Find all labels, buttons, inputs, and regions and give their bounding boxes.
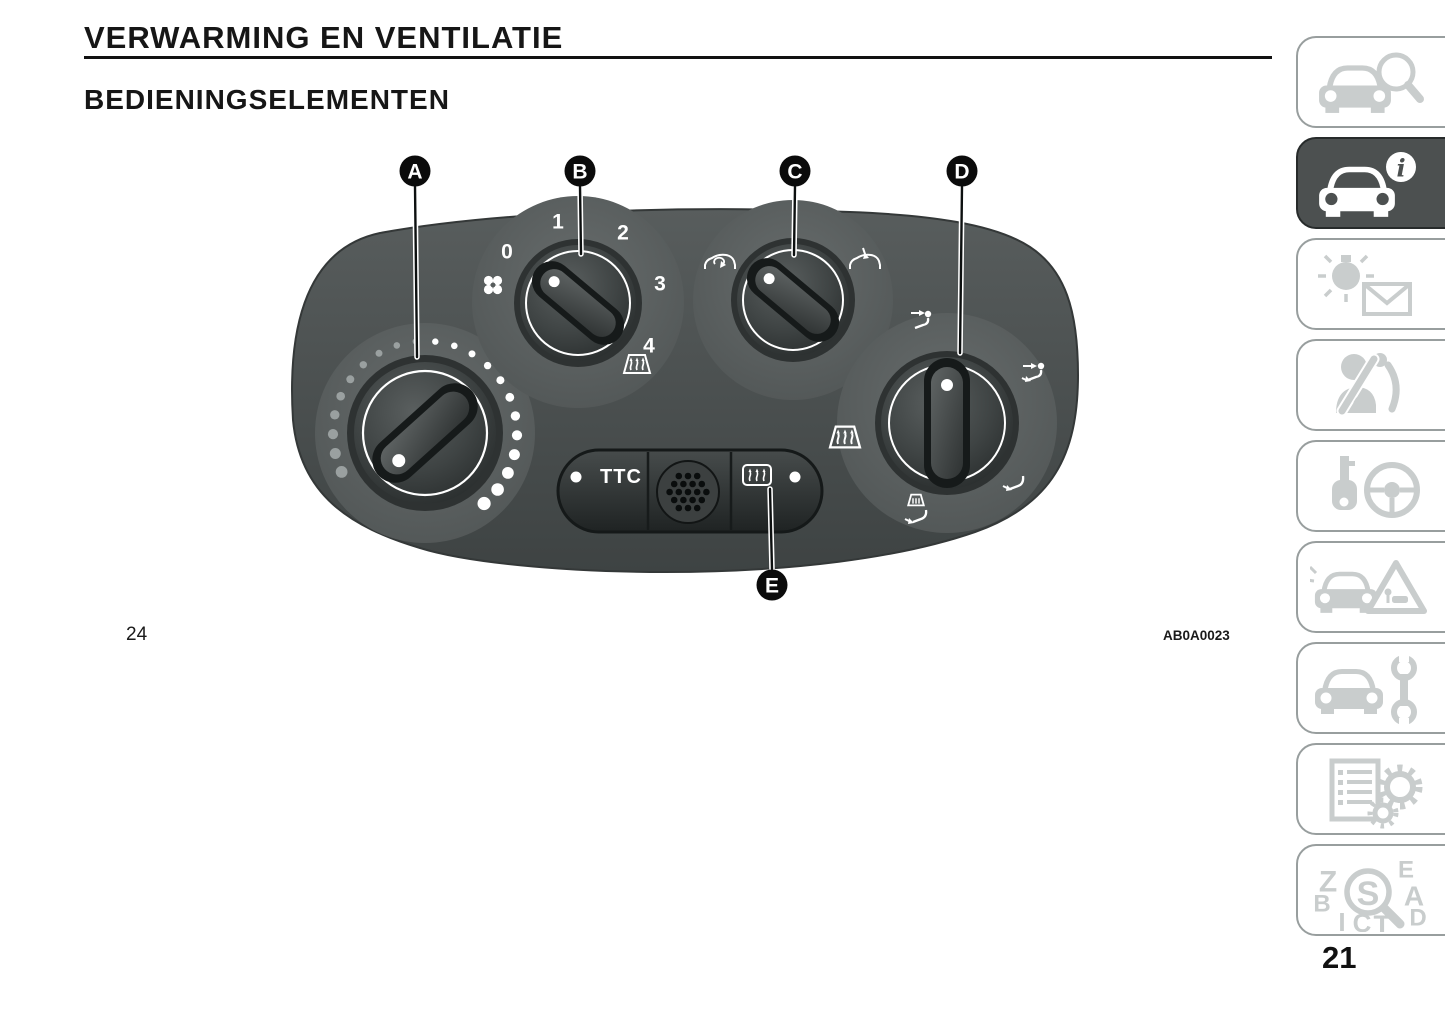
ttc-button-label: TTC — [600, 466, 642, 488]
svg-text:S: S — [1357, 875, 1380, 913]
callout-lines — [412, 183, 965, 572]
section-heading: BEDIENINGSELEMENTEN — [84, 84, 450, 115]
svg-text:B: B — [572, 161, 587, 184]
sidebar-tab-dashboard-info[interactable]: i — [1296, 137, 1445, 229]
sidebar-tab-driving[interactable] — [1296, 440, 1445, 532]
svg-text:D: D — [954, 161, 969, 184]
callout-a: A — [399, 155, 431, 187]
knob-pointer-dot — [548, 276, 560, 288]
air-to-feet-icon — [1002, 475, 1025, 491]
knob-pointer-dot — [763, 273, 775, 285]
air-to-face-icon — [911, 310, 932, 330]
fan-speed-4: 4 — [643, 335, 655, 358]
fan-speed-0: 0 — [501, 241, 513, 264]
title-underline — [84, 56, 1272, 59]
warning-light-message-icon — [1318, 254, 1412, 316]
fresh-air-icon — [849, 247, 881, 269]
knob-pointer-dot — [941, 379, 953, 391]
figure-number: 24 — [126, 624, 148, 645]
svg-text:i: i — [1396, 154, 1405, 183]
sidebar-tab-safety[interactable] — [1296, 339, 1445, 431]
knob-pointer-dot — [392, 454, 406, 468]
sidebar-tab-warning-lights[interactable] — [1296, 238, 1445, 330]
svg-text:C: C — [787, 161, 802, 184]
fan-speed-3: 3 — [654, 273, 666, 296]
ttc-led — [570, 471, 582, 483]
svg-text:A: A — [1404, 881, 1424, 912]
callout-d: D — [946, 155, 978, 187]
svg-text:B: B — [1313, 891, 1330, 918]
defrost-led — [789, 471, 801, 483]
svg-text:I: I — [1338, 907, 1345, 932]
car-info-icon: i — [1319, 152, 1416, 217]
fan-speed-2: 2 — [617, 222, 629, 245]
sidebar-tab-car-overview[interactable] — [1296, 36, 1445, 128]
sidebar-tab-technical-data[interactable] — [1296, 743, 1445, 835]
sidebar-tab-emergency[interactable] — [1296, 541, 1445, 633]
callout-e: E — [756, 569, 788, 601]
windshield-defrost-icon — [622, 354, 652, 374]
emergency-triangle-icon — [1310, 560, 1427, 614]
sidebar-tab-index[interactable]: Z E B A S I C T D — [1296, 844, 1445, 936]
chapter-tab-sidebar: i — [1296, 36, 1445, 936]
sidebar-tab-maintenance[interactable] — [1296, 642, 1445, 734]
key-steering-wheel-icon — [1332, 456, 1420, 518]
temperature-dots — [327, 338, 523, 511]
car-wrench-icon — [1315, 652, 1417, 728]
svg-text:E: E — [765, 575, 779, 598]
list-gears-icon — [1329, 758, 1423, 829]
temperature-knob — [347, 355, 503, 511]
car-magnifier-icon — [1319, 52, 1424, 113]
fan-icon — [483, 275, 503, 295]
alphabetical-index-icon: Z E B A S I C T D — [1313, 857, 1426, 933]
fan-speed-1: 1 — [552, 211, 564, 234]
seatbelt-safety-icon — [1336, 353, 1400, 417]
svg-text:E: E — [1398, 857, 1414, 884]
svg-text:Z: Z — [1319, 866, 1337, 899]
callout-b: B — [564, 155, 596, 187]
recirculation-knob — [704, 238, 881, 362]
air-face-and-feet-icon — [1021, 362, 1045, 382]
climate-controls-figure: 0 1 2 3 4 — [291, 155, 1080, 601]
recirculated-air-icon — [704, 253, 736, 269]
page-number: 21 — [1322, 940, 1357, 975]
callout-c: C — [779, 155, 811, 187]
fan-knob: 0 1 2 3 4 — [483, 211, 666, 374]
figure-code: AB0A0023 — [1163, 628, 1230, 643]
svg-text:D: D — [1409, 905, 1426, 932]
svg-text:A: A — [407, 161, 422, 184]
center-button-strip: TTC — [556, 448, 824, 534]
air-distribution-knob — [828, 310, 1045, 524]
windshield-defrost-icon — [828, 425, 862, 449]
speaker-holes — [666, 472, 710, 512]
windshield-and-feet-icon — [904, 493, 928, 524]
page-title: VERWARMING EN VENTILATIE — [84, 20, 564, 55]
rear-window-defrost-icon — [742, 464, 772, 486]
